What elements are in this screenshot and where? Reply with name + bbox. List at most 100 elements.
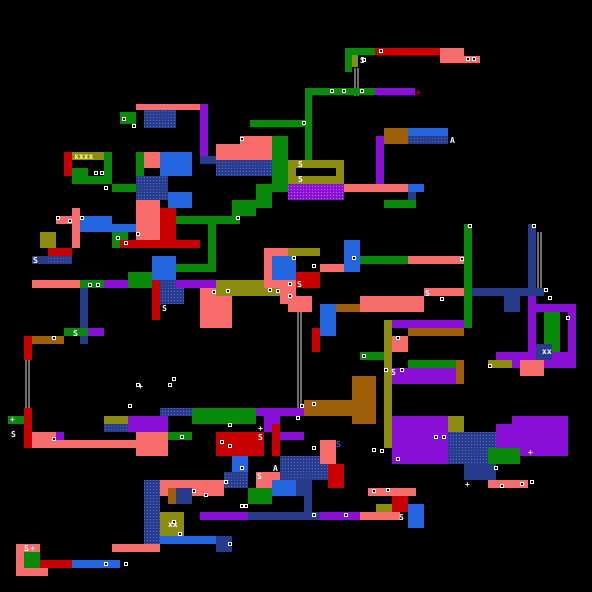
door-marker	[313, 265, 315, 267]
map-room	[32, 336, 64, 344]
map-room	[408, 256, 464, 264]
door-marker	[95, 172, 97, 174]
map-room	[296, 480, 312, 496]
door-marker	[303, 122, 305, 124]
map-room	[440, 48, 464, 63]
door-marker	[313, 514, 315, 516]
map-room	[192, 488, 224, 496]
door-marker	[289, 295, 291, 297]
door-marker	[241, 138, 243, 140]
map-room	[56, 432, 64, 440]
map-room	[384, 320, 392, 448]
door-marker	[473, 58, 475, 60]
map-room	[256, 408, 304, 416]
door-marker	[373, 490, 375, 492]
map-room	[520, 360, 544, 376]
door-marker	[353, 257, 355, 259]
map-room	[304, 496, 312, 512]
door-marker	[69, 220, 71, 222]
map-room	[160, 208, 176, 240]
door-marker	[105, 563, 107, 565]
door-marker	[241, 467, 243, 469]
map-room	[24, 552, 40, 568]
save-point-icon: S	[11, 430, 16, 439]
door-marker	[53, 337, 55, 339]
map-room	[160, 152, 192, 176]
map-room	[8, 416, 24, 424]
door-marker	[101, 172, 103, 174]
block-icon: xx	[168, 520, 178, 529]
door-marker	[343, 90, 345, 92]
map-room-hatched	[224, 472, 248, 488]
map-room	[288, 248, 320, 256]
save-point-icon: S	[258, 433, 263, 442]
door-marker	[301, 405, 303, 407]
map-room	[376, 504, 392, 512]
map-room	[408, 296, 424, 312]
door-marker	[97, 284, 99, 286]
map-room	[375, 48, 440, 55]
door-marker	[227, 290, 229, 292]
map-room	[408, 360, 456, 368]
map-room	[200, 104, 208, 136]
map-room	[64, 152, 72, 176]
door-marker	[363, 355, 365, 357]
map-room	[112, 544, 160, 552]
door-marker	[345, 514, 347, 516]
map-room-hatched	[104, 424, 128, 432]
door-marker	[123, 118, 125, 120]
map-room	[80, 288, 88, 344]
map-room	[120, 240, 200, 248]
save-point-icon: S	[298, 175, 303, 184]
map-room	[72, 168, 88, 184]
map-room	[248, 512, 320, 520]
save-point-icon: S	[399, 513, 404, 522]
door-marker	[229, 543, 231, 545]
map-room	[504, 448, 520, 464]
map-room-hatched	[136, 176, 168, 200]
map-room	[488, 360, 512, 368]
arrival-icon: A	[450, 136, 455, 145]
map-room	[305, 88, 375, 95]
save-point-icon: S	[298, 160, 303, 169]
door-marker	[469, 225, 471, 227]
door-marker	[533, 225, 535, 227]
door-marker	[397, 458, 399, 460]
map-room	[360, 296, 408, 312]
map-room	[352, 376, 376, 424]
save-point-icon: S	[360, 56, 365, 65]
map-room-hatched	[48, 256, 72, 264]
door-marker	[501, 485, 503, 487]
map-room	[462, 56, 480, 63]
map-room	[72, 208, 80, 248]
door-marker	[531, 481, 533, 483]
map-room	[488, 448, 504, 464]
map-room	[312, 328, 320, 352]
map-room	[536, 344, 552, 360]
door-marker	[521, 483, 523, 485]
map-room	[392, 320, 464, 328]
item-icon: +	[416, 88, 421, 97]
save-point-icon: S	[425, 289, 430, 298]
door-marker	[133, 125, 135, 127]
door-marker	[117, 237, 119, 239]
map-room	[392, 368, 464, 384]
map-room-hatched	[216, 160, 272, 176]
door-marker	[205, 494, 207, 496]
map-room	[72, 560, 120, 568]
map-room	[176, 280, 216, 288]
door-marker	[245, 505, 247, 507]
map-room	[64, 328, 88, 336]
map-room	[112, 184, 136, 192]
item-icon: +	[258, 424, 263, 433]
map-room	[352, 55, 358, 67]
map-room	[32, 440, 136, 448]
map-room	[336, 304, 360, 312]
door-marker	[173, 521, 175, 523]
map-room-hatched	[408, 136, 448, 144]
map-room	[568, 312, 576, 368]
door-marker	[105, 187, 107, 189]
map-room	[360, 352, 384, 360]
door-marker	[213, 291, 215, 293]
